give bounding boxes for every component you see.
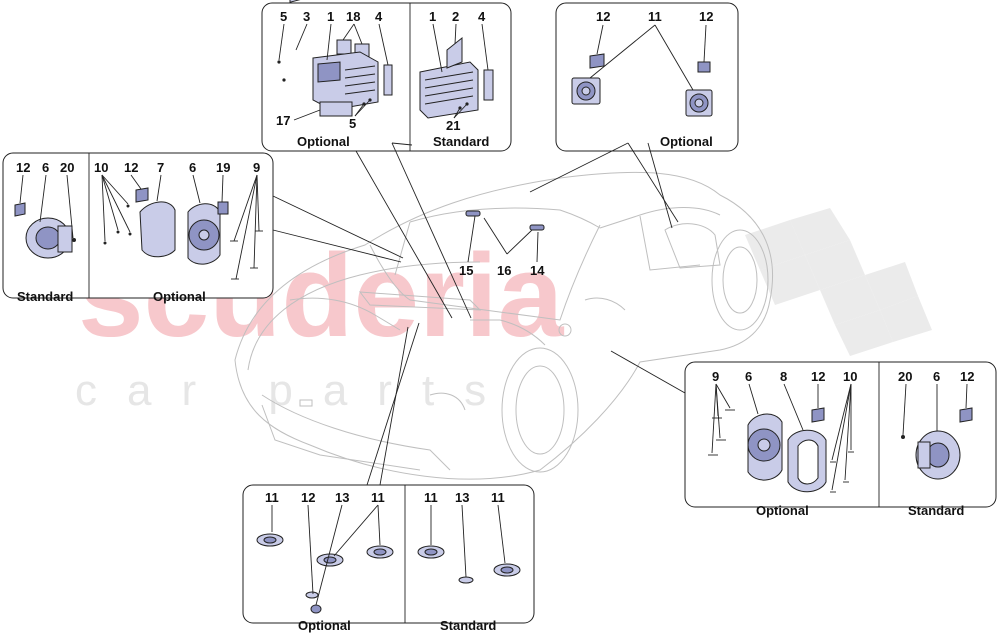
callout-11: 11 — [648, 9, 662, 24]
callout-11-bottom: 11 — [265, 490, 279, 505]
callout-11b-bottom: 11 — [371, 490, 385, 505]
callout-1-std: 1 — [429, 9, 436, 24]
callout-12-bottom: 12 — [301, 490, 315, 505]
amplifier-standard-label: Standard — [433, 134, 489, 149]
left-optional-label: Optional — [153, 289, 206, 304]
amplifier-standard-parts — [419, 36, 494, 119]
callout-12-left: 12 — [16, 160, 30, 175]
dash-tweeter-panel: Optional 12 11 12 — [555, 2, 739, 152]
callout-5: 5 — [280, 9, 287, 24]
right-standard-label: Standard — [908, 503, 964, 518]
left-standard-label: Standard — [17, 289, 73, 304]
watermark-tagline: car parts — [75, 366, 516, 415]
bottom-standard-label: Standard — [440, 618, 496, 633]
callout-11-bottom-std: 11 — [424, 490, 438, 505]
callout-12-right: 12 — [811, 369, 825, 384]
left-optional-parts — [103, 187, 263, 280]
dash-optional-label: Optional — [660, 134, 713, 149]
callout-9-left: 9 — [253, 160, 260, 175]
callout-6-right: 6 — [745, 369, 752, 384]
bottom-optional-parts — [256, 533, 394, 614]
amplifier-optional-parts — [277, 0, 393, 117]
checkered-flag-watermark — [745, 208, 932, 356]
callout-15: 15 — [459, 263, 473, 278]
callout-14: 14 — [530, 263, 545, 278]
right-standard-parts — [901, 407, 973, 480]
callout-19-left: 19 — [216, 160, 230, 175]
callout-12: 12 — [596, 9, 610, 24]
callout-4: 4 — [375, 9, 383, 24]
amplifier-optional-label: Optional — [297, 134, 350, 149]
callout-3: 3 — [303, 9, 310, 24]
right-optional-label: Optional — [756, 503, 809, 518]
callout-6-left-opt: 6 — [189, 160, 196, 175]
amplifier-panel: Optional Standard — [261, 0, 512, 152]
callout-5b: 5 — [349, 116, 356, 131]
callout-4-std: 4 — [478, 9, 486, 24]
callout-9-right: 9 — [712, 369, 719, 384]
left-standard-parts — [14, 202, 76, 259]
bottom-standard-parts — [417, 545, 521, 584]
callout-7-left: 7 — [157, 160, 164, 175]
callout-8-right: 8 — [780, 369, 787, 384]
callout-13-bottom: 13 — [335, 490, 349, 505]
car-mounted-parts: 15 16 14 — [459, 210, 545, 278]
callout-17: 17 — [276, 113, 290, 128]
callout-1: 1 — [327, 9, 334, 24]
callout-21-std: 21 — [446, 118, 460, 133]
callout-6-left: 6 — [42, 160, 49, 175]
callout-10-right: 10 — [843, 369, 857, 384]
callout-20-right: 20 — [898, 369, 912, 384]
callout-6-right-std: 6 — [933, 369, 940, 384]
callout-12-right-std: 12 — [960, 369, 974, 384]
callout-16: 16 — [497, 263, 511, 278]
right-door-speaker-panel: Optional Standard — [684, 361, 997, 518]
left-door-speaker-panel: Standard Optional — [2, 152, 274, 304]
right-optional-parts — [708, 407, 854, 493]
callout-18: 18 — [346, 9, 360, 24]
car-outline — [234, 171, 774, 480]
callout-11b-bottom-std: 11 — [491, 490, 505, 505]
callout-12b: 12 — [699, 9, 713, 24]
bottom-optional-label: Optional — [298, 618, 351, 633]
callout-13-bottom-std: 13 — [455, 490, 469, 505]
callout-2-std: 2 — [452, 9, 459, 24]
callout-12-left-opt: 12 — [124, 160, 138, 175]
panel-leader-lines — [272, 142, 686, 486]
callout-10-left: 10 — [94, 160, 108, 175]
dash-tweeter-parts — [571, 53, 713, 117]
bottom-speaker-panel: Optional Standard 11 12 13 11 — [242, 484, 535, 633]
callout-20-left: 20 — [60, 160, 74, 175]
